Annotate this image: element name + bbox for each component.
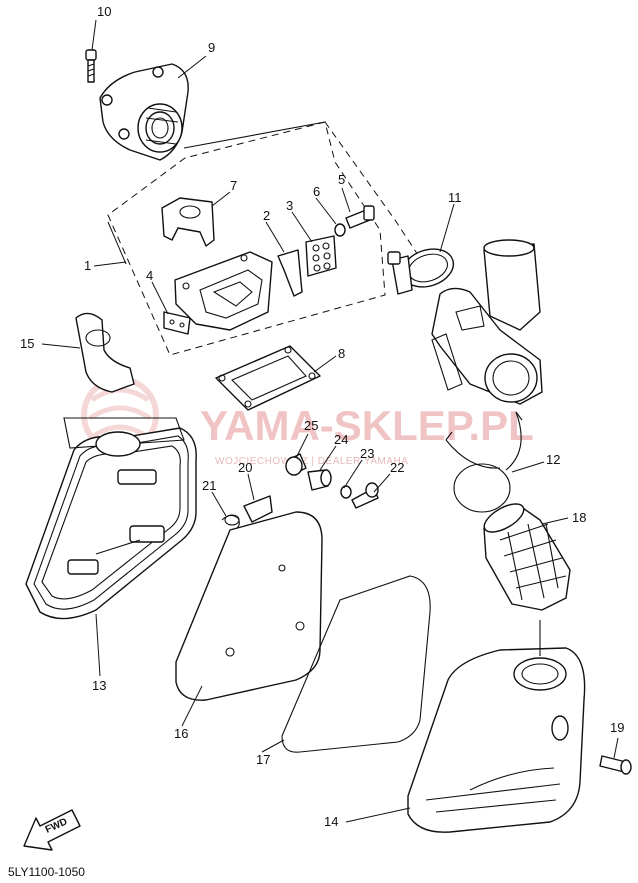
watermark-name: YAMA-SKLEP.PL bbox=[200, 402, 534, 449]
part-15-breather-cap bbox=[75, 312, 135, 393]
callout-22: 22 bbox=[390, 460, 404, 475]
part-2-reed-valve bbox=[277, 249, 303, 297]
callout-16: 16 bbox=[174, 726, 188, 741]
callout-2: 2 bbox=[263, 208, 270, 223]
callout-8: 8 bbox=[338, 346, 345, 361]
callout-1: 1 bbox=[84, 258, 91, 273]
part-13-air-case bbox=[25, 417, 197, 620]
callout-11: 11 bbox=[448, 190, 462, 205]
part-14-air-box bbox=[407, 620, 586, 833]
part-9-intake-joint bbox=[99, 63, 326, 161]
callout-23: 23 bbox=[360, 446, 374, 461]
part-6-washer bbox=[334, 223, 346, 237]
callout-20: 20 bbox=[238, 460, 252, 475]
callout-21: 21 bbox=[202, 478, 216, 493]
part-25-collar bbox=[285, 453, 307, 476]
part-10-screw bbox=[85, 49, 97, 83]
callout-15: 15 bbox=[20, 336, 34, 351]
part-3-reed-plate bbox=[305, 235, 337, 277]
carburetor bbox=[431, 239, 543, 405]
callout-18: 18 bbox=[572, 510, 586, 525]
part-11-hose-clamp bbox=[387, 248, 455, 295]
part-17-seal bbox=[281, 575, 431, 753]
callout-7: 7 bbox=[230, 178, 237, 193]
part-5-screw bbox=[345, 205, 375, 229]
assembly-boundary-extension bbox=[324, 121, 419, 256]
callout-13: 13 bbox=[92, 678, 106, 693]
part-23-washer bbox=[340, 485, 352, 499]
leader-lines bbox=[41, 19, 619, 823]
callout-9: 9 bbox=[208, 40, 215, 55]
part-22-screw bbox=[351, 482, 379, 509]
reed-valve-block bbox=[174, 251, 273, 331]
part-18-intake-boot bbox=[483, 503, 571, 611]
assembly-boundary bbox=[107, 121, 386, 356]
watermark-tagline: WOJCIECHOWICZ | DEALER YAMAHA bbox=[215, 456, 408, 467]
watermark: YAMA-SKLEP.PL WOJCIECHOWICZ | DEALER YAM… bbox=[81, 376, 534, 467]
callout-6: 6 bbox=[313, 184, 320, 199]
part-4-plate bbox=[163, 311, 191, 335]
part-7-reed-stopper bbox=[161, 197, 215, 247]
part-code: 5LY1100-1050 bbox=[8, 865, 85, 879]
part-20-tab bbox=[243, 495, 273, 523]
callout-5: 5 bbox=[338, 172, 345, 187]
callout-25: 25 bbox=[304, 418, 318, 433]
callout-12: 12 bbox=[546, 452, 560, 467]
part-19-screw bbox=[599, 755, 632, 775]
callout-19: 19 bbox=[610, 720, 624, 735]
fwd-arrow-icon: FWD bbox=[23, 809, 81, 851]
callout-17: 17 bbox=[256, 752, 270, 767]
callout-3: 3 bbox=[286, 198, 293, 213]
callout-10: 10 bbox=[97, 4, 111, 19]
part-8-gasket bbox=[215, 345, 321, 411]
part-16-filter-element bbox=[175, 511, 323, 701]
callout-14: 14 bbox=[324, 814, 338, 829]
callout-labels: 10 9 7 2 3 6 5 1 4 11 8 15 25 24 23 22 2… bbox=[20, 4, 624, 829]
callout-24: 24 bbox=[334, 432, 348, 447]
callout-4: 4 bbox=[146, 268, 153, 283]
part-24-pin bbox=[307, 469, 332, 491]
part-12-spring-clip bbox=[445, 411, 523, 513]
